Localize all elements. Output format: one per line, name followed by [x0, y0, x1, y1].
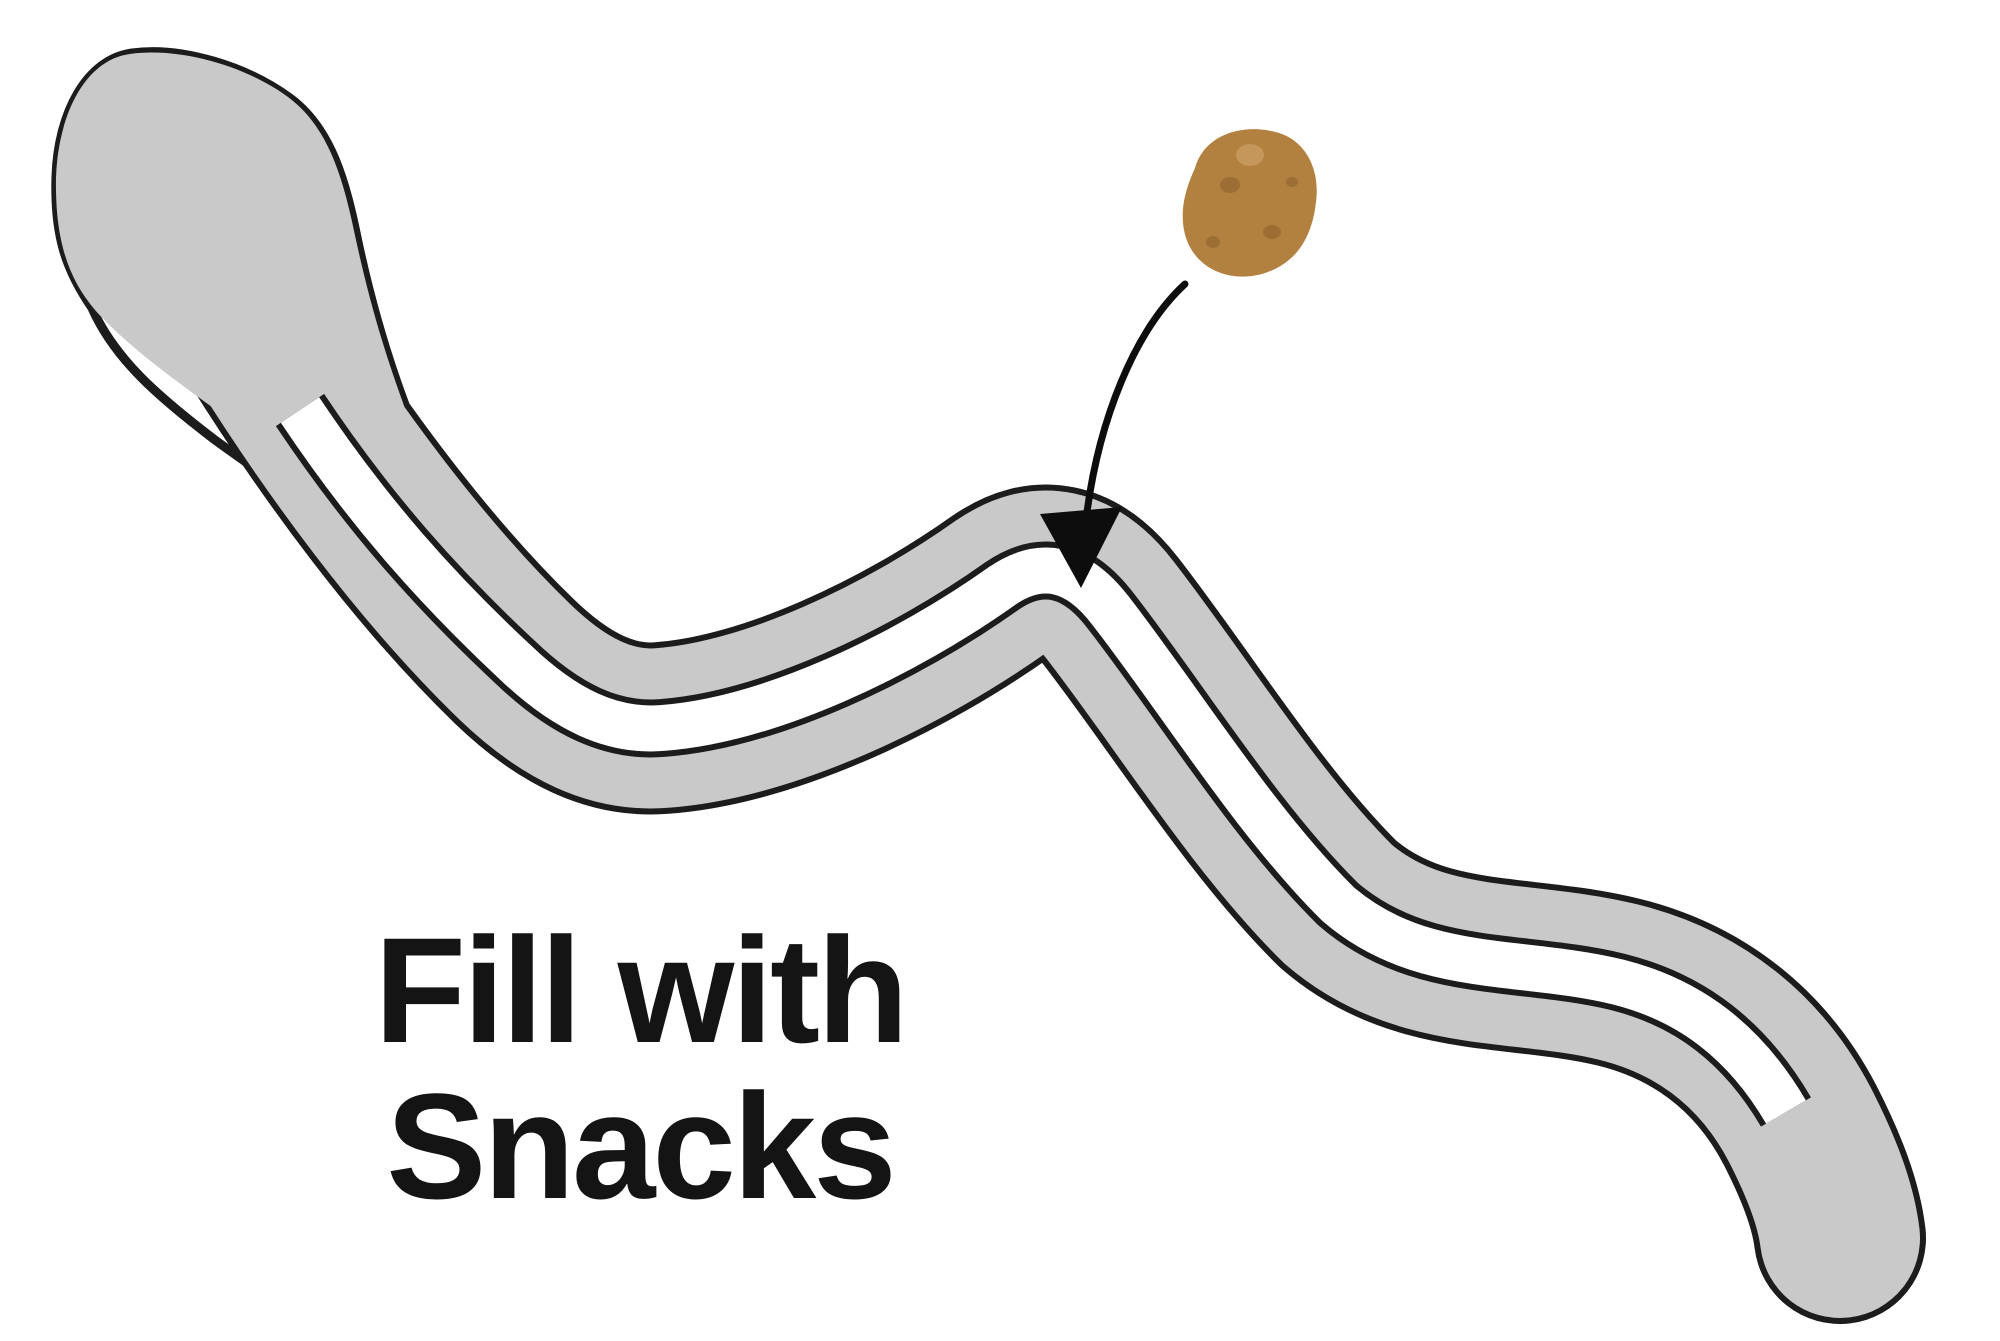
caption-line-2: Snacks [386, 1062, 896, 1230]
treat-speckle [1206, 236, 1220, 248]
treat-kibble [1182, 129, 1317, 277]
arrow-head [1040, 507, 1122, 588]
treat-slot [280, 397, 1806, 1124]
caption-line-1: Fill with [374, 906, 908, 1074]
snake-head-outline [51, 47, 435, 571]
treat-speckle [1236, 144, 1264, 166]
treat-speckle [1263, 225, 1281, 239]
treat-speckle [1220, 177, 1240, 193]
treat-speckle [1286, 177, 1298, 187]
caption: Fill with Snacks [290, 912, 990, 1224]
fill-arrow [1040, 280, 1189, 588]
arrow-curve [1082, 280, 1189, 524]
